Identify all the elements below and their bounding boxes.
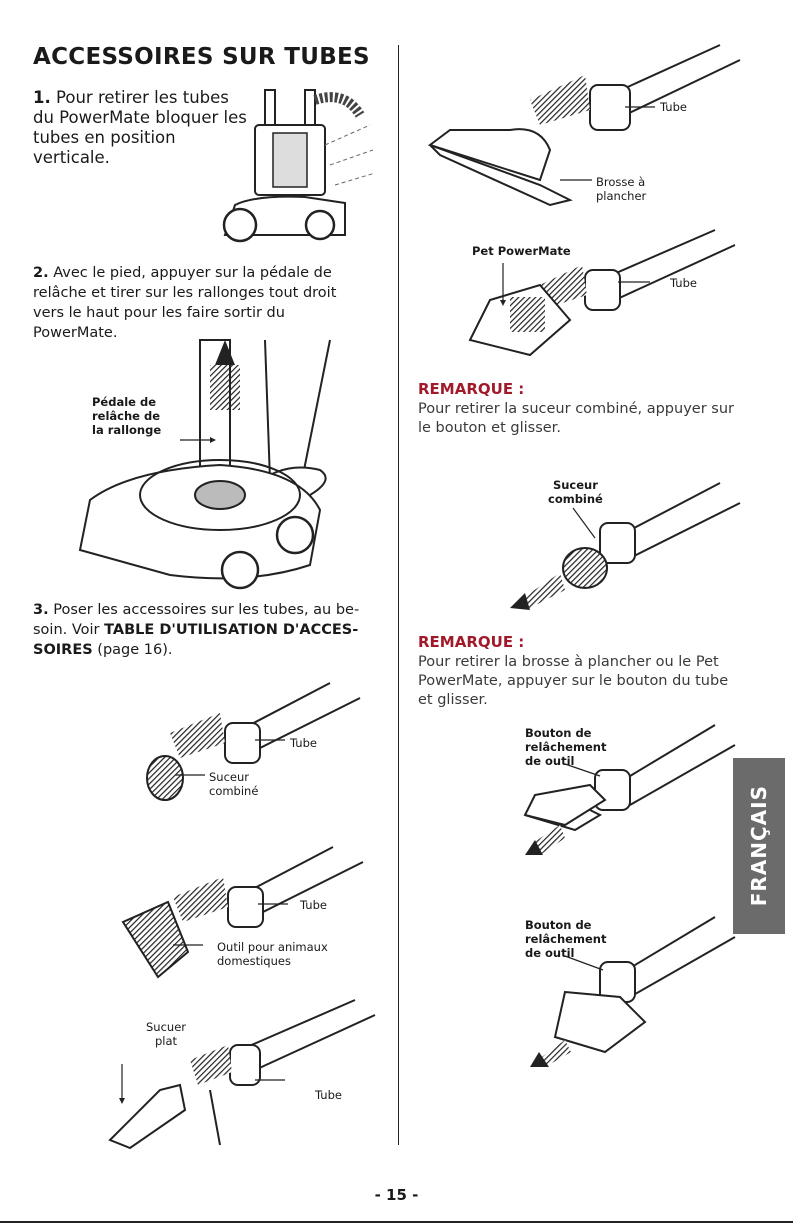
column-divider (398, 45, 399, 1145)
arrow-up-icon (215, 340, 235, 365)
remove-combo-nozzle-illustration (510, 482, 741, 610)
remark-2-title: REMARQUE : (418, 633, 525, 651)
step-2: 2. Avec le pied, appuyer sur la pédale d… (33, 265, 337, 341)
pet-powermate-illustration (468, 229, 736, 357)
pet-tool-illustration (121, 846, 364, 979)
arrow-down-left-icon (510, 593, 530, 610)
pedal-release-illustration (78, 339, 331, 590)
page-title: ACCESSOIRES SUR TUBES (33, 44, 370, 70)
step-3: 3. Poser les accessoires sur les tubes, … (33, 602, 360, 658)
floor-brush-illustration (427, 44, 741, 207)
tube-label-3: Tube (315, 1088, 342, 1102)
page-number: - 15 - (374, 1186, 419, 1204)
arrow-down-left-icon (530, 1052, 549, 1067)
pet-powermate-label: Pet PowerMate (472, 244, 571, 258)
arrow-down-left-icon (525, 840, 543, 855)
table-reference-link[interactable]: TABLE D'UTILISATION D'ACCES-SOIRES (33, 622, 359, 658)
vacuum-upright-illustration (222, 89, 376, 243)
tube-label-5: Tube (670, 276, 697, 290)
step-1: 1. Pour retirer les tubes du PowerMate b… (33, 88, 247, 167)
remove-pet-powermate-illustration (530, 916, 736, 1067)
tube-label-4: Tube (660, 100, 687, 114)
bottom-rule (0, 1221, 793, 1223)
remark-1-title: REMARQUE : (418, 380, 525, 398)
remark-2-text: Pour retirer la brosse à plancher ou le … (418, 654, 729, 708)
tube-label-2: Tube (300, 898, 327, 912)
tube-label-1: Tube (290, 736, 317, 750)
remark-1-text: Pour retirer la suceur combiné, appuyer … (418, 401, 734, 436)
remove-floor-brush-illustration (523, 724, 736, 855)
language-tab: FRANÇAIS (733, 758, 785, 934)
crevice-tool-illustration (108, 999, 376, 1150)
combo-nozzle-illustration (146, 682, 361, 801)
